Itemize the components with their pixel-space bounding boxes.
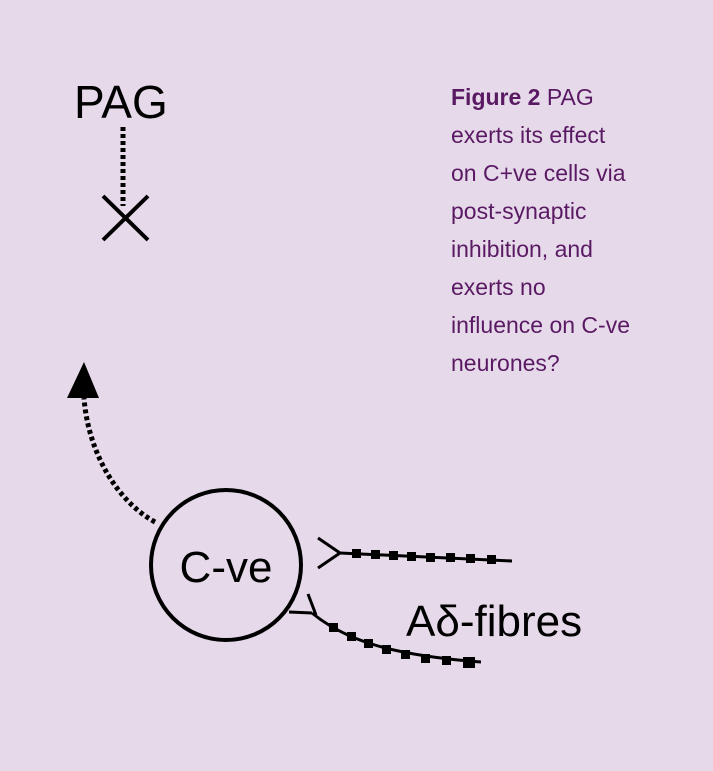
inhibition-x-mark: [101, 194, 150, 242]
pag-label: PAG: [74, 76, 168, 128]
c-ve-neuron-label: C-ve: [180, 543, 273, 592]
upper-fibre-nodes: [352, 549, 496, 564]
caption-line-1: Figure 2 PAG: [451, 78, 691, 116]
caption-line-1-text: PAG: [546, 84, 594, 110]
ascending-dotted-path: [81, 397, 157, 525]
figure-caption: Figure 2 PAG exerts its effect on C+ve c…: [451, 78, 691, 382]
caption-line-4: post-synaptic: [451, 198, 587, 224]
upper-synapse-fork: [317, 536, 341, 570]
caption-line-6: exerts no: [451, 274, 546, 300]
figure-number: Figure 2: [451, 84, 541, 110]
lower-fibre-nodes: [329, 623, 475, 668]
caption-line-3: on C+ve cells via: [451, 160, 626, 186]
ascending-arrowhead: [67, 362, 99, 398]
caption-line-2: exerts its effect: [451, 122, 606, 148]
c-ve-neuron-circle: [149, 488, 303, 642]
caption-line-5: inhibition, and: [451, 236, 593, 262]
lower-synapse-fork: [288, 593, 318, 616]
caption-line-8: neurones?: [451, 350, 560, 376]
caption-line-7: influence on C-ve: [451, 312, 630, 338]
a-delta-fibres-label: Aδ-fibres: [406, 597, 582, 646]
